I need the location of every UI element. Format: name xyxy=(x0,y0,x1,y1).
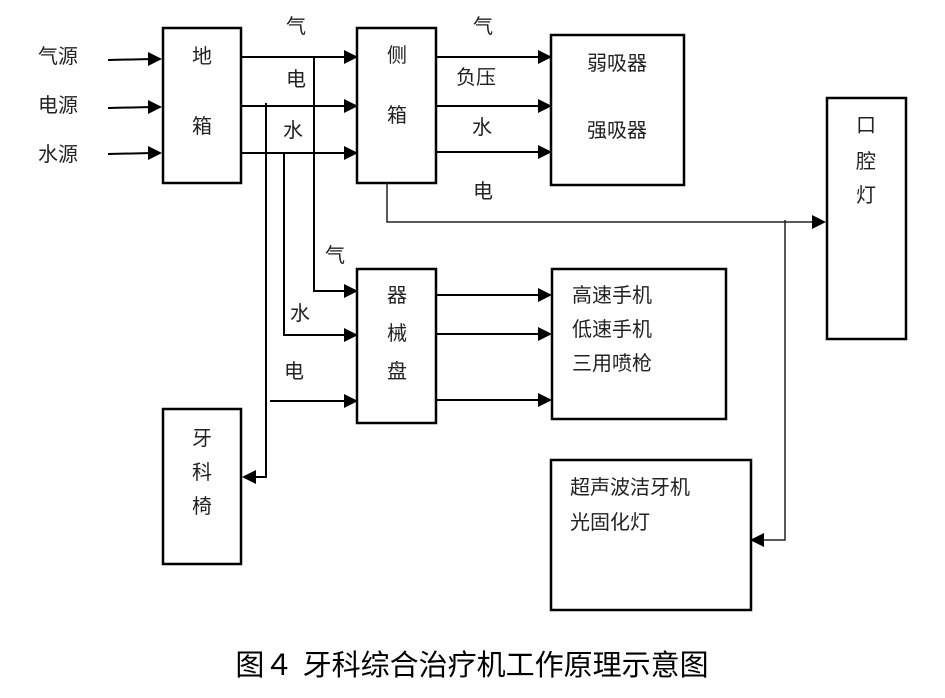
power-to-tray-arrow xyxy=(270,394,358,408)
floor-to-side-power-arrow xyxy=(241,99,358,113)
oral-light-label-3: 灯 xyxy=(856,183,876,207)
source-air-label: 气源 xyxy=(38,44,78,68)
oral-light-box: 口 腔 灯 xyxy=(825,96,908,341)
floor-box-label-2: 箱 xyxy=(192,114,212,138)
power-to-scaler-line xyxy=(750,220,786,547)
instrument-tray-box: 器 械 盘 xyxy=(355,267,438,425)
scaler-curing-box: 超声波洁牙机 光固化灯 xyxy=(549,458,753,612)
floor-box: 地 箱 xyxy=(161,26,243,185)
tray-to-handpieces-arrow-3 xyxy=(436,393,552,407)
side-to-suction-air-label: 气 xyxy=(473,14,493,38)
tray-to-handpieces-arrow-1 xyxy=(436,288,552,302)
side-to-suction-air-arrow xyxy=(436,50,552,64)
floor-to-side-air-label: 气 xyxy=(286,14,306,38)
weak-suction-label: 弱吸器 xyxy=(587,51,647,75)
floor-to-side-water-arrow xyxy=(241,146,358,160)
water-to-tray-arrow xyxy=(283,153,358,342)
floor-box-label-1: 地 xyxy=(192,44,212,68)
low-speed-handpiece-label: 低速手机 xyxy=(572,317,652,341)
source-air-arrow xyxy=(107,52,162,66)
strong-suction-label: 强吸器 xyxy=(587,118,647,142)
side-box: 侧 箱 xyxy=(355,26,438,185)
power-to-chair-line xyxy=(242,103,267,484)
air-to-tray-arrow xyxy=(313,57,358,298)
chair-label-3: 椅 xyxy=(192,494,212,518)
side-to-suction-vacuum-label: 负压 xyxy=(456,65,496,89)
side-box-label-2: 箱 xyxy=(387,103,407,127)
floor-to-side-air-arrow xyxy=(241,50,358,64)
side-power-to-light-line xyxy=(386,183,826,229)
tray-label-1: 器 xyxy=(387,283,407,307)
handpieces-box: 高速手机 低速手机 三用喷枪 xyxy=(550,267,728,421)
tray-air-label: 气 xyxy=(325,243,345,267)
side-to-suction-water-label: 水 xyxy=(472,115,492,139)
floor-to-side-water-label: 水 xyxy=(283,118,303,142)
dental-chair-box: 牙 科 椅 xyxy=(161,407,243,566)
source-water-arrow xyxy=(107,146,162,160)
source-power-label: 电源 xyxy=(38,93,78,117)
three-way-syringe-label: 三用喷枪 xyxy=(572,351,652,375)
tray-power-label: 电 xyxy=(284,359,304,383)
source-water-label: 水源 xyxy=(38,142,78,166)
side-to-suction-water-arrow xyxy=(436,145,552,159)
tray-water-label: 水 xyxy=(290,301,310,325)
suction-box: 弱吸器 强吸器 xyxy=(549,33,686,187)
ultrasonic-scaler-label: 超声波洁牙机 xyxy=(570,475,690,499)
tray-label-2: 械 xyxy=(387,321,407,345)
floor-to-side-power-label: 电 xyxy=(286,67,306,91)
chair-label-1: 牙 xyxy=(192,426,212,450)
curing-light-label: 光固化灯 xyxy=(570,510,650,534)
chair-label-2: 科 xyxy=(192,460,212,484)
high-speed-handpiece-label: 高速手机 xyxy=(572,283,652,307)
oral-light-label-1: 口 xyxy=(856,113,876,137)
source-power-arrow xyxy=(107,100,162,114)
figure-caption: 图４ 牙科综合治疗机工作原理示意图 xyxy=(235,648,708,682)
side-box-label-1: 侧 xyxy=(387,43,407,67)
tray-label-3: 盘 xyxy=(387,359,407,383)
side-to-suction-vacuum-arrow xyxy=(436,99,552,113)
side-power-label: 电 xyxy=(473,179,493,203)
tray-to-handpieces-arrow-2 xyxy=(436,327,552,341)
oral-light-label-2: 腔 xyxy=(856,149,876,173)
